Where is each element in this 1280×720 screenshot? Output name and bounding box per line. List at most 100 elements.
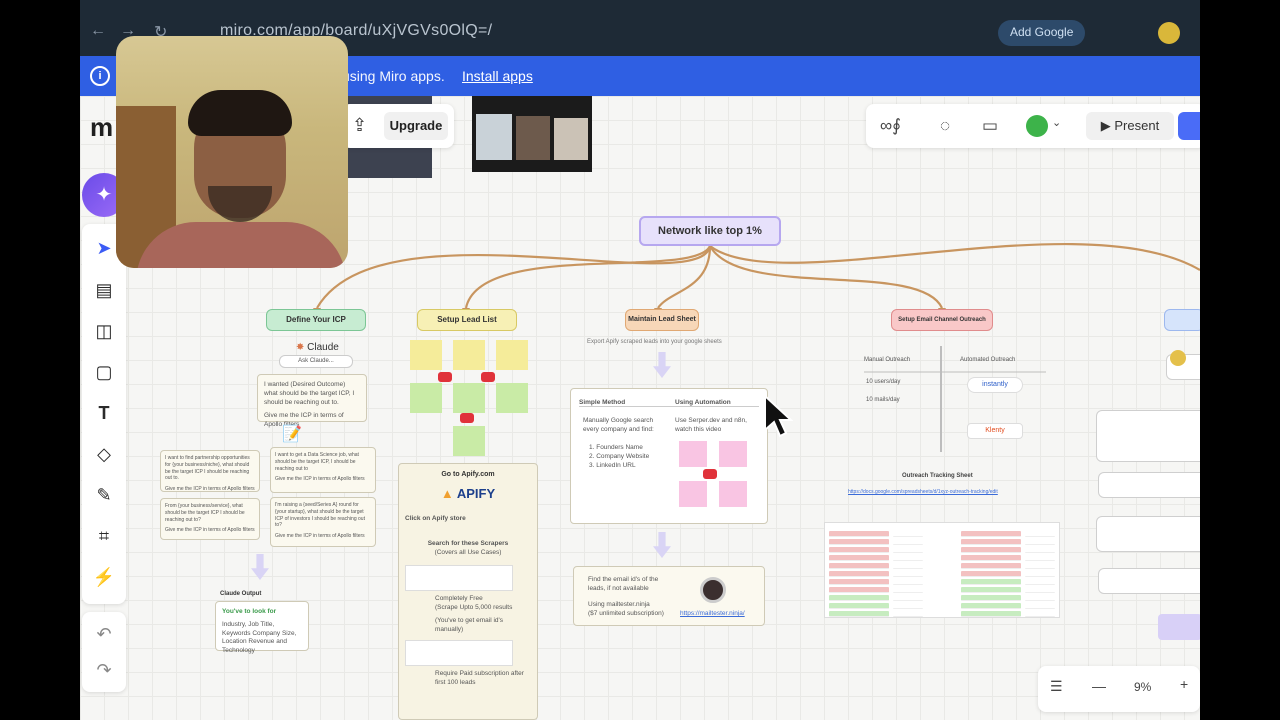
sheet-cell xyxy=(1025,539,1055,545)
mindmap-root[interactable]: Network like top 1% xyxy=(639,216,781,246)
crop-frame-icon[interactable]: ⌗ xyxy=(98,526,110,546)
sheet-cell xyxy=(961,539,1021,545)
branch-email-outreach[interactable]: Setup Email Channel Outreach xyxy=(891,309,993,331)
miro-logo[interactable]: m xyxy=(90,112,114,142)
upgrade-button[interactable]: Upgrade xyxy=(384,112,448,140)
card-text: Give me the ICP in terms of Apollo filte… xyxy=(165,527,255,534)
apify-free-sub: (Scrape Upto 5,000 results xyxy=(435,604,513,612)
icp-card-partnership[interactable]: I want to find partnership opportunities… xyxy=(160,450,260,492)
sticky-note[interactable] xyxy=(719,481,747,507)
panel-toggle-icon[interactable]: ☰ xyxy=(1050,678,1063,694)
card-text: I'm raising a {seed/Series A} round for … xyxy=(275,502,365,529)
sticky-note[interactable] xyxy=(496,340,528,370)
branch-maintain-lead-sheet[interactable]: Maintain Lead Sheet xyxy=(625,309,699,331)
scraper-screenshot[interactable] xyxy=(405,565,513,592)
select-cursor-icon[interactable]: ➤ xyxy=(96,238,112,258)
install-apps-link[interactable]: Install apps xyxy=(462,68,533,84)
sticky-note[interactable] xyxy=(410,383,442,413)
branch-define-icp[interactable]: Define Your ICP xyxy=(266,309,366,331)
sheet-cell xyxy=(893,555,923,561)
user-avatar[interactable] xyxy=(1026,115,1048,137)
reactions-icon[interactable]: ∞∮ xyxy=(880,116,901,135)
sheet-cell xyxy=(961,603,1021,609)
back-icon[interactable]: ← xyxy=(90,22,106,39)
forward-icon[interactable]: → xyxy=(120,22,136,39)
apify-click: Click on Apify store xyxy=(405,514,466,522)
youtube-icon[interactable] xyxy=(703,469,717,479)
zoom-out-button[interactable]: — xyxy=(1092,678,1106,694)
video-icon[interactable]: ▭ xyxy=(982,116,999,135)
youtube-icon[interactable] xyxy=(460,413,474,423)
claude-output-card[interactable]: You've to look for Industry, Job Title, … xyxy=(215,601,309,654)
sticky-note-icon[interactable]: ▢ xyxy=(95,362,113,382)
tracking-sheet-title: Outreach Tracking Sheet xyxy=(902,473,973,479)
share-button[interactable] xyxy=(1178,112,1200,140)
ask-claude-input[interactable]: Ask Claude... xyxy=(279,355,353,368)
lead-methods-card[interactable]: Simple Method Using Automation Manually … xyxy=(570,388,768,524)
email-finder-card[interactable]: Find the email id's of the leads, if not… xyxy=(573,566,765,626)
sheet-cell xyxy=(893,595,923,601)
sticky-note[interactable] xyxy=(453,340,485,370)
shapes-icon[interactable]: ◇ xyxy=(97,444,111,464)
lightning-icon[interactable]: ⚡ xyxy=(92,567,116,587)
sticky-note[interactable] xyxy=(496,383,528,413)
apify-goto: Go to Apify.com xyxy=(441,471,495,478)
apify-instructions-card[interactable]: Go to Apify.com ▲ APIFY Click on Apify s… xyxy=(398,463,538,720)
sheet-cell xyxy=(893,547,923,553)
templates-icon[interactable]: ▤ xyxy=(95,280,113,300)
apify-search-sub: (Covers all Use Cases) xyxy=(434,548,502,556)
icp-card-job[interactable]: I want to get a Data Science job, what s… xyxy=(270,447,376,493)
sheet-cell xyxy=(961,587,1021,593)
offscreen-node[interactable] xyxy=(1158,614,1200,640)
comments-icon[interactable]: ◌ xyxy=(940,116,951,135)
extension-pill[interactable]: Add Google xyxy=(998,20,1086,46)
profile-icon[interactable] xyxy=(1158,22,1180,44)
text-icon[interactable]: T xyxy=(98,403,110,423)
auto-outreach-header: Automated Outreach xyxy=(960,357,1016,363)
sheet-cell xyxy=(893,531,923,537)
upload-icon[interactable]: ⇪ xyxy=(352,115,368,135)
chevron-down-icon[interactable]: ⌄ xyxy=(1052,117,1062,129)
tracking-sheet-link[interactable]: https://docs.google.com/spreadsheets/d/1… xyxy=(848,489,998,495)
sheet-cell xyxy=(961,579,1021,585)
offscreen-card[interactable] xyxy=(1096,410,1200,462)
card-text: From {your business/service}, what shoul… xyxy=(165,503,245,523)
youtube-icon[interactable] xyxy=(481,372,495,382)
branch-offscreen[interactable] xyxy=(1164,309,1200,331)
sheet-cell xyxy=(893,579,923,585)
sheet-cell xyxy=(961,547,1021,553)
meeting-tile xyxy=(554,118,588,160)
frame-layout-icon[interactable]: ◫ xyxy=(95,321,113,341)
pen-icon[interactable]: ✎ xyxy=(96,485,112,505)
meeting-tile xyxy=(476,114,512,160)
scraper-screenshot[interactable] xyxy=(405,640,513,667)
sticky-note[interactable] xyxy=(679,481,707,507)
offscreen-card[interactable] xyxy=(1096,516,1200,552)
undo-icon[interactable]: ↶ xyxy=(96,624,112,644)
sticky-note[interactable] xyxy=(719,441,747,467)
apify-require: Require Paid subscription after first 10… xyxy=(435,670,524,687)
board-image-meeting[interactable] xyxy=(472,96,592,172)
address-bar[interactable]: miro.com/app/board/uXjVGVs0OlQ=/ xyxy=(220,22,493,39)
redo-icon[interactable]: ↷ xyxy=(96,660,112,680)
sticky-note[interactable] xyxy=(453,383,485,413)
creation-toolbar: ➤ ▤ ◫ ▢ T ◇ ✎ ⌗ ⚡ xyxy=(82,224,126,604)
zoom-in-button[interactable]: + xyxy=(1180,676,1189,692)
sticky-note[interactable] xyxy=(679,441,707,467)
offscreen-card[interactable] xyxy=(1098,568,1200,594)
mailtester-link[interactable]: https://mailtester.ninja/ xyxy=(680,610,745,617)
offscreen-card[interactable] xyxy=(1098,472,1200,498)
sheet-cell xyxy=(1025,547,1055,553)
sticky-note[interactable] xyxy=(453,426,485,456)
icp-card-business[interactable]: From {your business/service}, what shoul… xyxy=(160,498,260,540)
tracking-sheet-preview[interactable] xyxy=(824,522,1060,618)
memo-icon: 📝 xyxy=(282,426,302,443)
zoom-level[interactable]: 9% xyxy=(1134,680,1152,694)
icp-prompt-card[interactable]: I wanted (Desired Outcome) what should b… xyxy=(257,374,367,428)
present-button[interactable]: ▶ Present xyxy=(1086,112,1174,140)
icp-card-investors[interactable]: I'm raising a {seed/Series A} round for … xyxy=(270,497,376,547)
branch-setup-lead-list[interactable]: Setup Lead List xyxy=(417,309,517,331)
sticky-note[interactable] xyxy=(410,340,442,370)
youtube-icon[interactable] xyxy=(438,372,452,382)
